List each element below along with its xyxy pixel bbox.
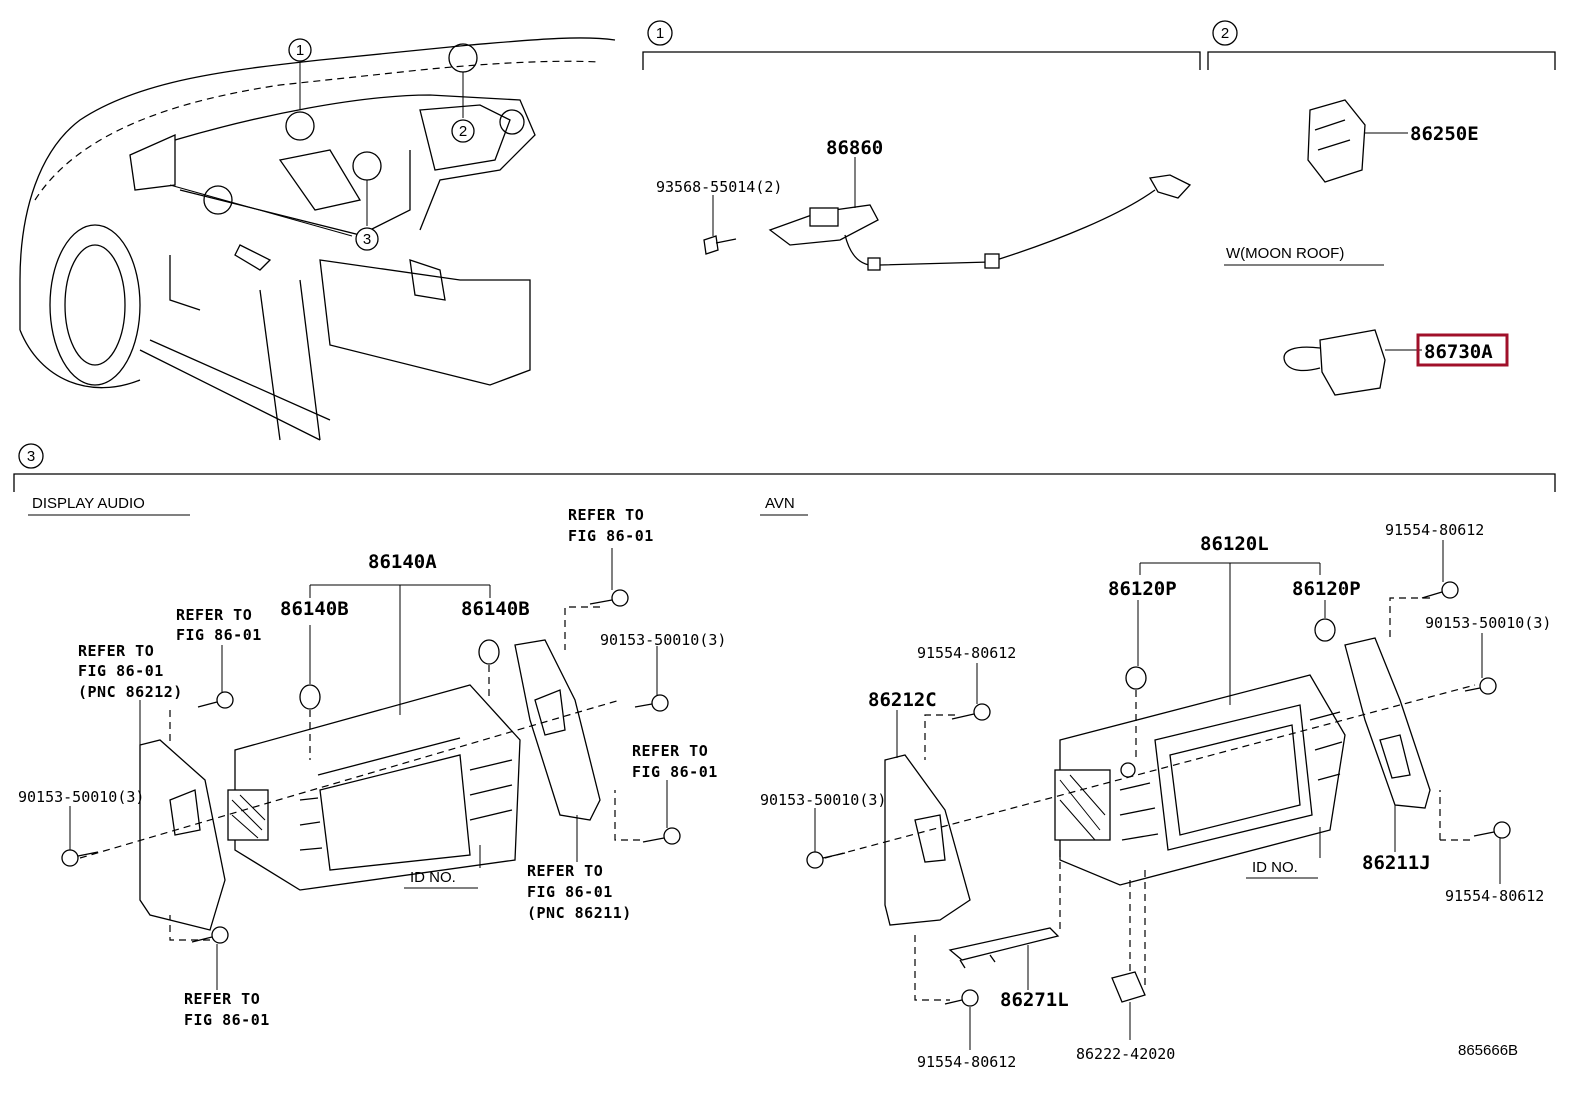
switch-86250E <box>1307 99 1366 183</box>
part-90153-avn-right-label: 90153-50010(3) <box>1425 614 1551 632</box>
knob-86140B-right <box>478 639 500 665</box>
section-1-number: 1 <box>656 25 664 42</box>
part-93568-label: 93568-55014(2) <box>656 178 782 196</box>
ref-top-line1: REFER TO <box>568 506 644 524</box>
part-90153-avn-left-label: 90153-50010(3) <box>760 791 886 809</box>
ref-right-line2: FIG 86-01 <box>632 763 718 781</box>
screw-da-left-top <box>197 691 234 709</box>
figure-number: 865666B <box>1458 1042 1518 1059</box>
section-3-marker <box>18 443 44 469</box>
bracket-86271L <box>948 927 1060 969</box>
avn-unit <box>1054 674 1346 886</box>
ref-top-line2: FIG 86-01 <box>568 527 654 545</box>
part-90153-da-right-label: 90153-50010(3) <box>600 631 726 649</box>
part-91554-br-label: 91554-80612 <box>1445 887 1544 905</box>
part-86212C-label: 86212C <box>868 689 937 711</box>
knob-86120P-left <box>1125 666 1147 690</box>
bracket-left-da <box>139 739 226 931</box>
part-86140A-label: 86140A <box>368 551 437 573</box>
bracket-left-avn <box>884 754 971 926</box>
avn-title: AVN <box>765 495 795 512</box>
id-no-da-label: ID NO. <box>410 869 456 886</box>
display-audio-title: DISPLAY AUDIO <box>32 495 145 512</box>
section-2-bracket <box>1207 51 1556 70</box>
part-86222-label: 86222-42020 <box>1076 1045 1175 1063</box>
screw-avn-tr <box>1421 581 1459 599</box>
part-86120P-right-label: 86120P <box>1292 578 1361 600</box>
ref-bottom-line1: REFER TO <box>184 990 260 1008</box>
screw-axis-da <box>79 699 621 859</box>
ref-pnc-line1: REFER TO <box>78 642 154 660</box>
ref-right-line1: REFER TO <box>632 742 708 760</box>
part-91554-tr-label: 91554-80612 <box>1385 521 1484 539</box>
ref-br-line1: REFER TO <box>527 862 603 880</box>
leader-86120L <box>1139 562 1321 705</box>
switch-86730A <box>1283 329 1386 396</box>
assembly-dash-lines-avn <box>914 597 1470 1001</box>
part-86271L-label: 86271L <box>1000 989 1069 1011</box>
ref-pnc-line2: FIG 86-01 <box>78 662 164 680</box>
section-2-marker <box>1212 20 1238 46</box>
section-3-number: 3 <box>27 448 35 465</box>
ref-bottom-line2: FIG 86-01 <box>184 1011 270 1029</box>
ref-br-line3: (PNC 86211) <box>527 904 632 922</box>
knob-86140B-left <box>299 684 321 710</box>
section-2-number: 2 <box>1221 25 1229 42</box>
part-90153-da-label: 90153-50010(3) <box>18 788 144 806</box>
dashboard-overview-illustration <box>19 37 616 441</box>
knob-86120P-right <box>1314 618 1336 642</box>
overview-callout-3: 3 <box>363 231 371 248</box>
part-86140B-right-label: 86140B <box>461 598 530 620</box>
moon-roof-note: W(MOON ROOF) <box>1226 245 1344 262</box>
part-86860-label: 86860 <box>826 137 883 159</box>
ref-mid-line2: FIG 86-01 <box>176 626 262 644</box>
screw-da-right-bottom <box>642 827 681 845</box>
overview-callout-1: 1 <box>296 42 304 59</box>
highlight-box-86730A[interactable] <box>1416 333 1509 367</box>
part-86730A-label[interactable]: 86730A <box>1424 341 1493 363</box>
bracket-right-avn <box>1344 637 1431 809</box>
screw-avn-right <box>1464 677 1497 695</box>
leader-86140A <box>309 584 491 715</box>
part-86211J-label: 86211J <box>1362 852 1431 874</box>
ref-br-line2: FIG 86-01 <box>527 883 613 901</box>
ref-pnc-line3: (PNC 86212) <box>78 683 183 701</box>
section-1-bracket <box>642 51 1201 70</box>
knob-dash-lines <box>309 665 490 760</box>
screw-da-right <box>634 694 669 712</box>
screw-axis-avn <box>824 684 1476 859</box>
section-3-bracket <box>13 473 1556 492</box>
part-86120P-left-label: 86120P <box>1108 578 1177 600</box>
screw-avn-top <box>951 703 991 721</box>
connector-86222 <box>1111 971 1146 1003</box>
overview-callout-2: 2 <box>459 123 467 140</box>
screw-avn-br <box>1473 821 1511 839</box>
screw-avn-bottom <box>944 989 979 1007</box>
part-91554-bottom-label: 91554-80612 <box>917 1053 1016 1071</box>
bracket-right-da <box>514 639 601 821</box>
section-1-marker <box>647 20 673 46</box>
ref-mid-line1: REFER TO <box>176 606 252 624</box>
screw-da-top <box>589 589 629 607</box>
part-91554-top-label: 91554-80612 <box>917 644 1016 662</box>
antenna-cable-86860 <box>768 174 1192 271</box>
part-86250E-label: 86250E <box>1410 123 1479 145</box>
screw-93568 <box>703 235 737 255</box>
id-no-avn-label: ID NO. <box>1252 859 1298 876</box>
part-86120L-label: 86120L <box>1200 533 1269 555</box>
part-86140B-left-label: 86140B <box>280 598 349 620</box>
screw-da-bottom <box>191 926 229 944</box>
assembly-dash-lines-da <box>169 606 640 941</box>
screw-avn-left <box>806 851 846 869</box>
display-audio-unit <box>227 684 521 891</box>
